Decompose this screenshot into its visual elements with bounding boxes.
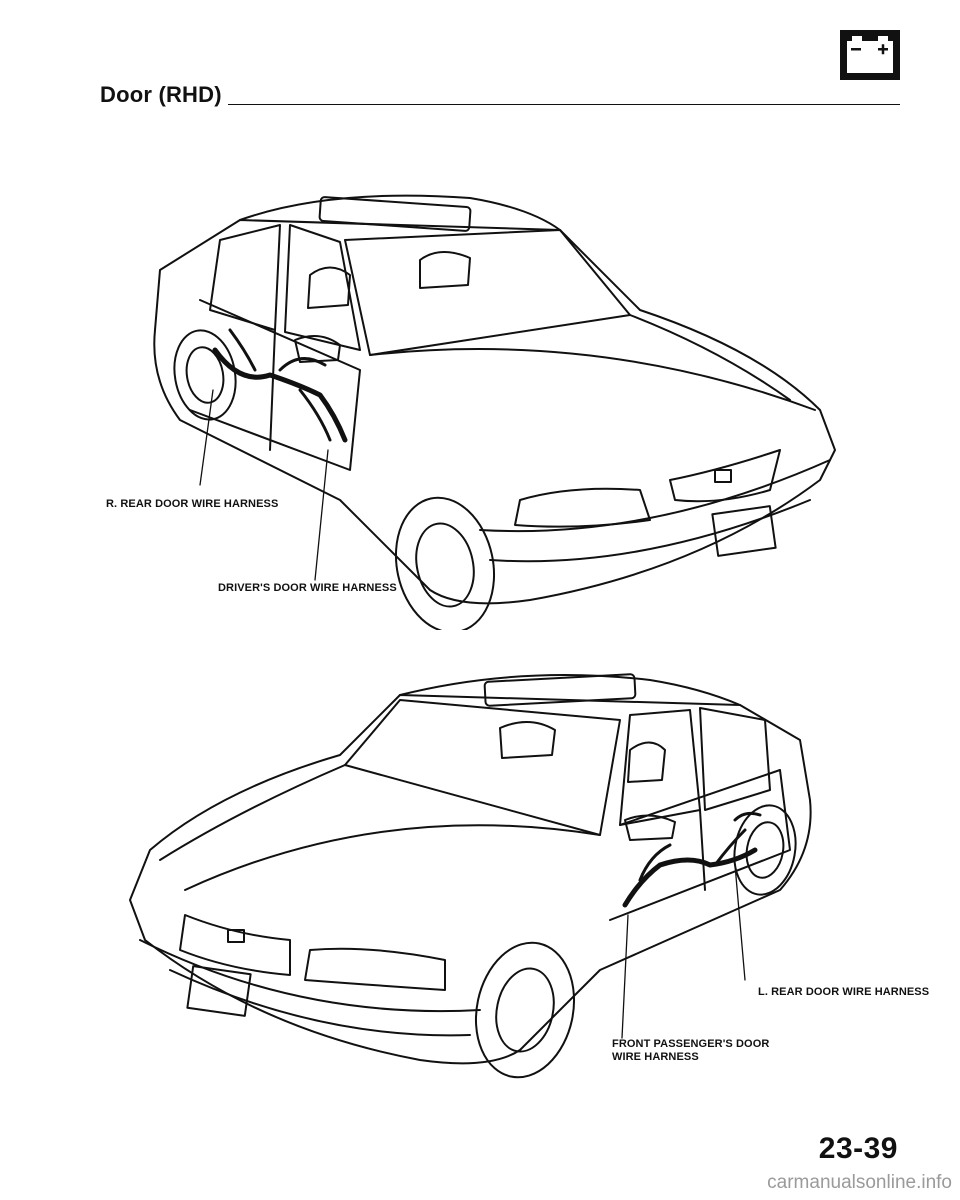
battery-icon xyxy=(840,30,900,80)
callout-r-rear-door-harness: R. REAR DOOR WIRE HARNESS xyxy=(106,498,279,510)
callout-line-2: WIRE HARNESS xyxy=(612,1051,699,1063)
page-number: 23-39 xyxy=(818,1132,898,1165)
watermark: carmanualsonline.info xyxy=(767,1172,952,1193)
top-car-drawing xyxy=(153,194,836,630)
callout-drivers-door-harness: DRIVER'S DOOR WIRE HARNESS xyxy=(218,582,397,594)
page-title: Door (RHD) xyxy=(100,82,222,107)
callout-line-1: FRONT PASSENGER'S DOOR xyxy=(612,1038,770,1050)
callout-l-rear-door-harness: L. REAR DOOR WIRE HARNESS xyxy=(758,986,930,998)
top-car-figure: R. REAR DOOR WIRE HARNESS DRIVER'S DOOR … xyxy=(0,180,960,630)
bottom-car-figure: L. REAR DOOR WIRE HARNESS FRONT PASSENGE… xyxy=(0,650,960,1100)
bottom-car-drawing xyxy=(129,673,812,1079)
callout-front-passenger-door-harness: FRONT PASSENGER'S DOOR WIRE HARNESS xyxy=(612,1038,769,1064)
header-rule xyxy=(228,104,900,105)
